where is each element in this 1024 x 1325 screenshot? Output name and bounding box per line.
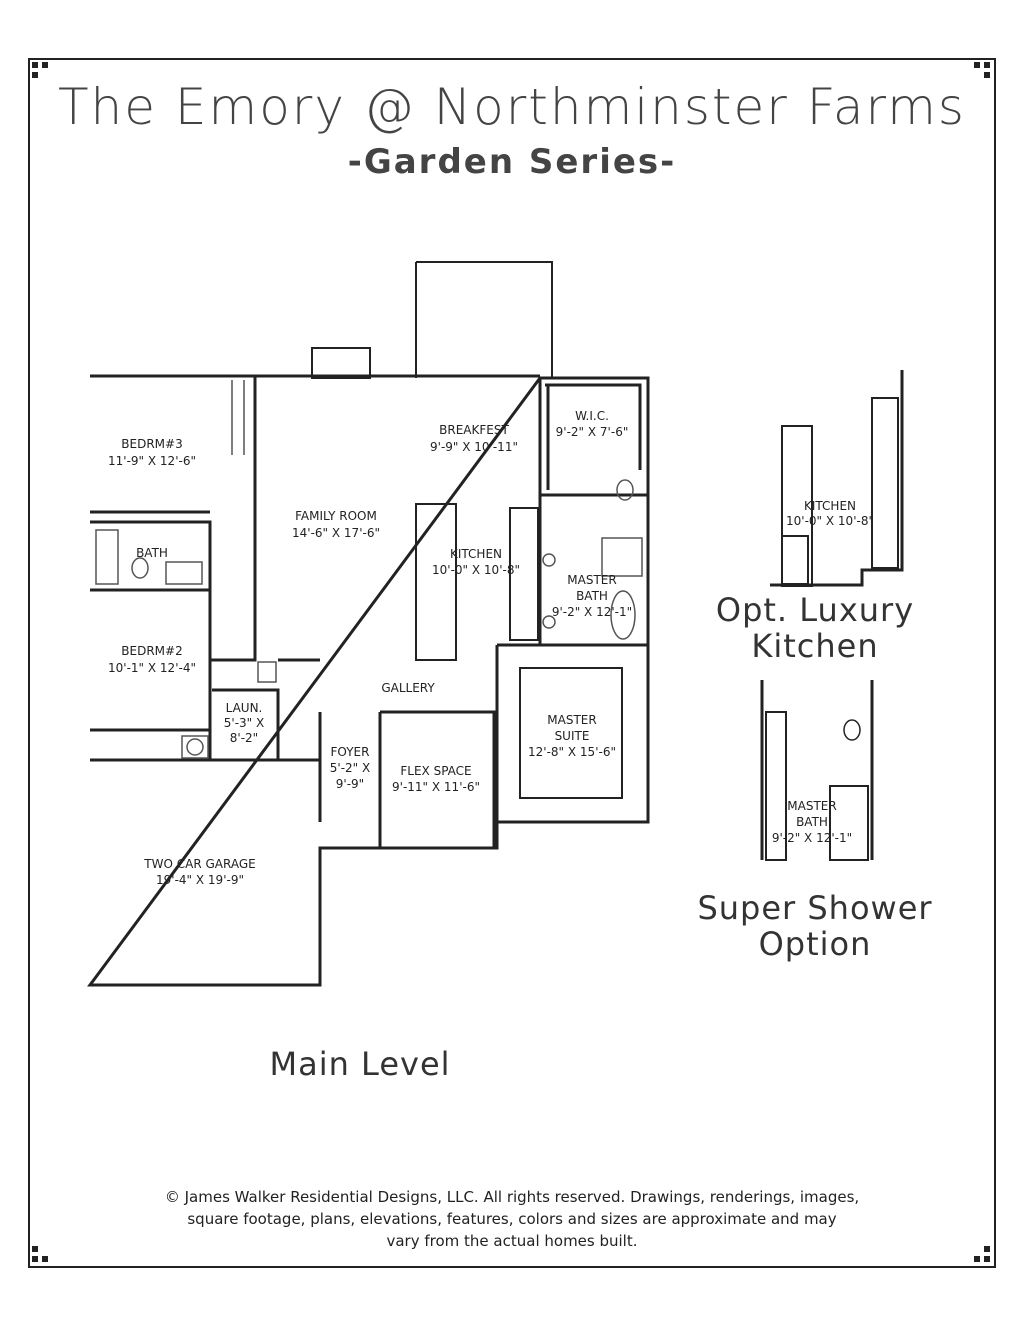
copyright-line-2: square footage, plans, elevations, featu…	[187, 1210, 837, 1228]
walls	[87, 261, 650, 987]
family-dims: 14'-6" X 17'-6"	[292, 526, 380, 540]
flex-dims: 9'-11" X 11'-6"	[392, 780, 480, 794]
flex-name: FLEX SPACE	[400, 764, 471, 778]
copyright-notice: © James Walker Residential Designs, LLC.…	[60, 1186, 964, 1252]
super-shower-caption-1: Super Shower	[697, 889, 933, 927]
master-bath-name-1: MASTER	[567, 573, 616, 587]
kitchen-dims: 10'-0" X 10'-8"	[432, 563, 520, 577]
plan-title: The Emory @ Northminster Farms	[58, 78, 966, 136]
family-name: FAMILY ROOM	[295, 509, 377, 523]
breakfast-name: BREAKFEST	[439, 423, 509, 437]
foyer-name: FOYER	[331, 745, 370, 759]
corner-ornament	[974, 62, 992, 80]
laun-dims-1: 5'-3" X	[224, 716, 264, 730]
corner-ornament	[974, 1246, 992, 1264]
bedrm2-dims: 10'-1" X 12'-4"	[108, 661, 196, 675]
corner-ornament	[32, 1246, 50, 1264]
breakfast-dims: 9'-9" X 10'-11"	[430, 440, 518, 454]
opt-bath-dims: 9'-2" X 12'-1"	[772, 831, 852, 845]
bedrm3-name: BEDRM#3	[121, 437, 182, 451]
laun-name: LAUN.	[226, 701, 263, 715]
opt-kitchen-name: KITCHEN	[804, 499, 856, 513]
foyer-dims-2: 9'-9"	[336, 777, 364, 791]
super-shower-option	[760, 680, 874, 861]
level-label: Main Level	[269, 1045, 451, 1083]
bedrm3-dims: 11'-9" X 12'-6"	[108, 454, 196, 468]
luxury-kitchen-caption: Opt. Luxury Kitchen	[700, 592, 930, 664]
bedrm2-name: BEDRM#2	[121, 644, 182, 658]
master-suite-name-2: SUITE	[555, 729, 590, 743]
wic-name: W.I.C.	[575, 409, 609, 423]
garage-dims: 19'-4" X 19'-9"	[156, 873, 244, 887]
kitchen-name: KITCHEN	[450, 547, 502, 561]
wic-dims: 9'-2" X 7'-6"	[556, 425, 629, 439]
super-shower-caption-2: Option	[758, 925, 872, 963]
master-bath-name-2: BATH	[576, 589, 608, 603]
foyer-dims-1: 5'-2" X	[330, 761, 370, 775]
fixtures	[95, 380, 643, 759]
luxury-kitchen-caption-2: Kitchen	[751, 627, 879, 665]
laun-dims-2: 8'-2"	[230, 731, 258, 745]
page-frame	[28, 58, 996, 1268]
plan-subtitle: -Garden Series-	[347, 142, 677, 182]
bath-name: BATH	[136, 546, 168, 560]
opt-kitchen-dims: 10'-0" X 10'-8"	[786, 514, 874, 528]
luxury-kitchen-option	[770, 370, 904, 587]
copyright-line-3: vary from the actual homes built.	[386, 1232, 638, 1250]
corner-ornament	[32, 62, 50, 80]
opt-bath-name-2: BATH	[796, 815, 828, 829]
opt-bath-name-1: MASTER	[787, 799, 836, 813]
master-suite-dims: 12'-8" X 15'-6"	[528, 745, 616, 759]
gallery-name: GALLERY	[381, 681, 435, 695]
luxury-kitchen-caption-1: Opt. Luxury	[715, 591, 915, 629]
super-shower-caption: Super Shower Option	[680, 890, 950, 962]
master-suite-name-1: MASTER	[547, 713, 596, 727]
master-bath-dims: 9'-2" X 12'-1"	[552, 605, 632, 619]
garage-name: TWO CAR GARAGE	[143, 857, 255, 871]
copyright-line-1: © James Walker Residential Designs, LLC.…	[164, 1188, 860, 1206]
